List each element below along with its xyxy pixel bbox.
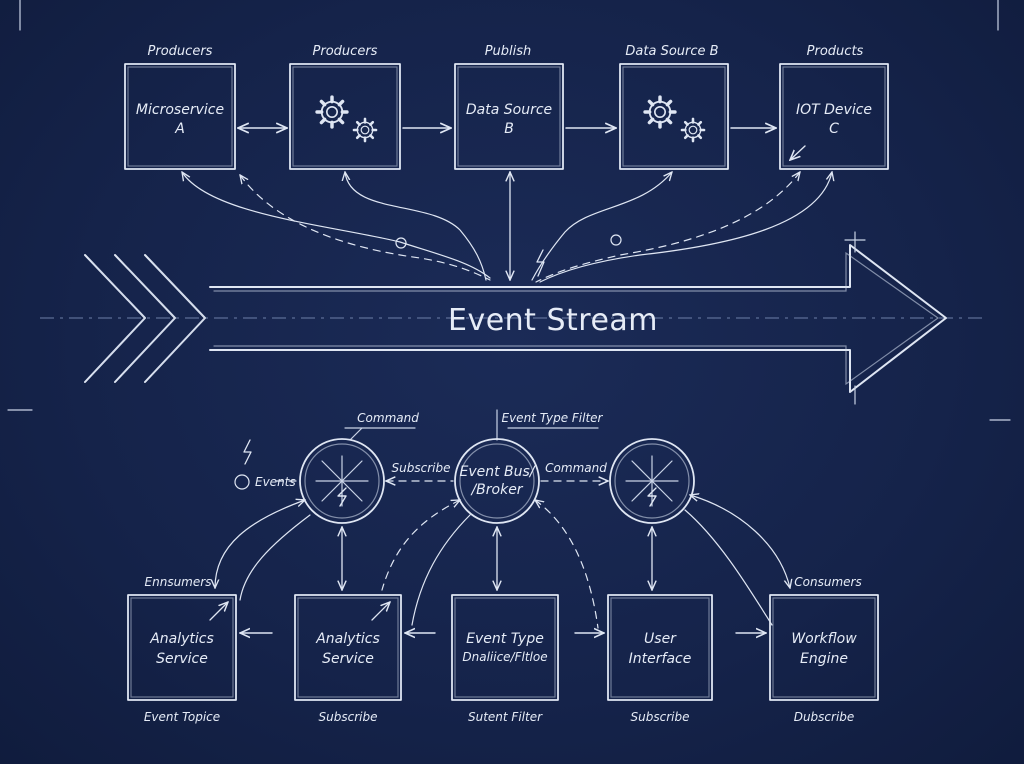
producer-top-label-1: Producers <box>148 44 213 59</box>
consumer-box-1-line2: Service <box>156 651 208 667</box>
consumer-box-analytics-2[interactable]: Analytics Service <box>294 594 402 701</box>
consumer-row: Ennsumers Consumers Analytics Service An… <box>127 575 879 724</box>
consumers-label-right: Consumers <box>794 575 861 589</box>
lightning-icon <box>337 487 347 507</box>
producer-row: Producers Producers Publish Data Source … <box>124 44 889 283</box>
producer-top-label-2: Producers <box>313 44 378 59</box>
event-stream-arrow: Event Stream <box>40 231 985 405</box>
consumer-bottom-label-2: Subscribe <box>319 710 378 724</box>
consumer-bottom-label-1: Event Topice <box>144 710 220 724</box>
consumer-box-user-interface[interactable]: User Interface <box>607 594 713 701</box>
consumer-box-3-line2: Dnaliice/Fltloe <box>462 650 547 664</box>
consumer-box-3-line1: Event Type <box>466 631 544 647</box>
lightning-icon <box>647 487 657 507</box>
consumer-box-5-line2: Engine <box>800 651 848 667</box>
blueprint-frame <box>7 0 1011 421</box>
event-bus-line2: /Broker <box>469 482 523 498</box>
consumer-box-1-line1: Analytics <box>149 631 214 647</box>
consumer-box-workflow-engine[interactable]: Workflow Engine <box>769 594 879 701</box>
producer-box-iot-device-c[interactable]: IOT Device C <box>779 63 889 170</box>
producer-box-data-source-b[interactable]: Data Source B <box>454 63 564 170</box>
command-hub-right[interactable] <box>609 438 695 524</box>
event-stream-title: Event Stream <box>448 303 658 338</box>
event-bus-line1: Event Bus/ <box>459 464 535 480</box>
consumer-box-5-line1: Workflow <box>791 631 857 647</box>
consumer-box-4-line2: Interface <box>629 651 692 667</box>
producer-box-5-line1: IOT Device <box>796 102 872 118</box>
lightning-icon <box>536 249 545 277</box>
consumer-box-2-line1: Analytics <box>315 631 380 647</box>
producer-box-microservice-a[interactable]: Microservice A <box>124 63 236 170</box>
command-hub-left[interactable] <box>299 438 385 524</box>
consumer-bottom-label-5: Dubscribe <box>794 710 855 724</box>
gears-icon <box>315 95 378 143</box>
lightning-icon <box>243 439 252 465</box>
producer-box-3-line1: Data Source <box>466 102 552 118</box>
consumer-box-analytics-1[interactable]: Analytics Service <box>127 594 237 701</box>
producer-top-label-5: Products <box>807 44 864 59</box>
command-label-right: Command <box>545 461 607 475</box>
gears-icon <box>643 95 706 143</box>
event-bus-broker[interactable]: Event Bus/ /Broker <box>454 438 540 524</box>
broker-to-consumer-flows <box>215 495 790 629</box>
broker-row: Command Event Type Filter Events Subscri… <box>234 409 695 524</box>
events-label: Events <box>255 475 296 489</box>
producer-box-5-line2: C <box>829 121 839 137</box>
producer-box-1-line2: A <box>174 121 185 137</box>
consumer-box-event-type[interactable]: Event Type Dnaliice/Fltloe <box>451 594 559 701</box>
producer-to-stream-flows <box>182 172 832 283</box>
producer-box-gears-2[interactable] <box>619 63 729 170</box>
producer-box-1-line1: Microservice <box>136 102 224 118</box>
consumers-label-left: Ennsumers <box>145 575 212 589</box>
subscribe-label: Subscribe <box>392 461 451 475</box>
consumer-bottom-label-4: Subscribe <box>631 710 690 724</box>
producer-top-label-4: Data Source B <box>625 44 718 59</box>
event-type-filter-label: Event Type Filter <box>502 411 604 425</box>
consumer-box-2-line2: Service <box>322 651 374 667</box>
command-label-left: Command <box>357 411 419 425</box>
consumer-box-4-line1: User <box>644 631 677 647</box>
producer-box-gears-1[interactable] <box>289 63 401 170</box>
producer-box-3-line2: B <box>504 121 514 137</box>
producer-top-label-3: Publish <box>485 44 532 59</box>
consumer-bottom-label-3: Sutent Filter <box>468 710 543 724</box>
